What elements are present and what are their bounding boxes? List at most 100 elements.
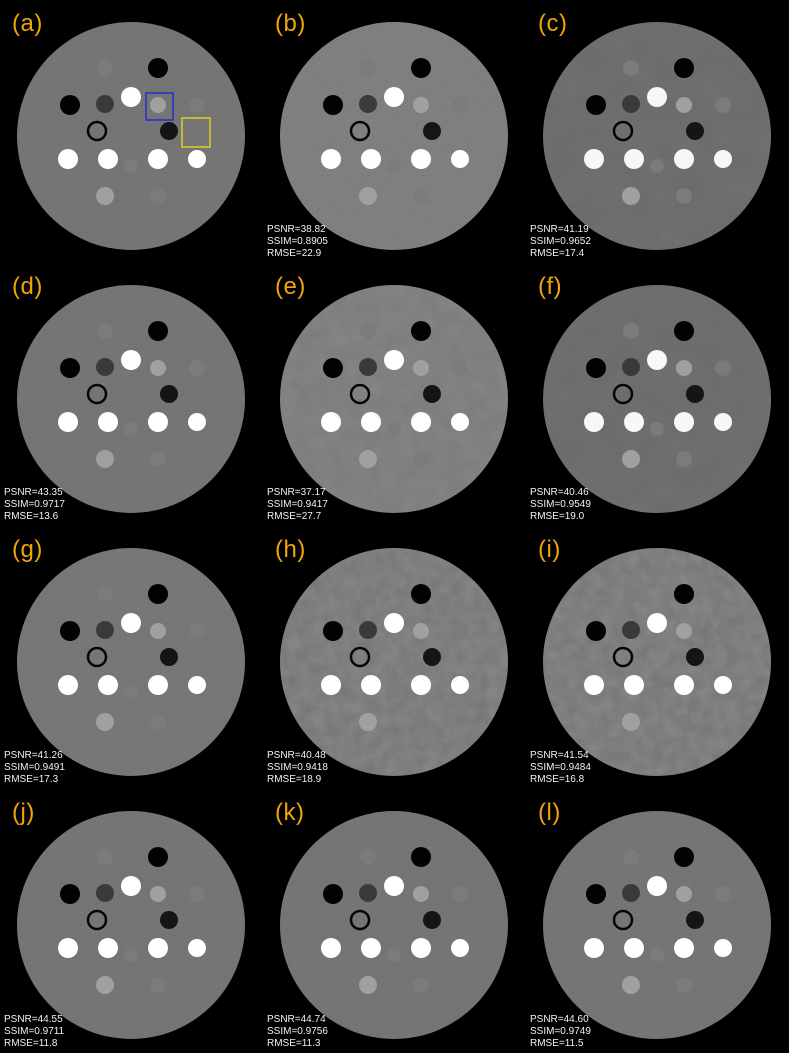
- insert-white: [321, 149, 341, 169]
- insert-white: [384, 613, 404, 633]
- insert-white: [148, 938, 168, 958]
- insert-faint: [623, 586, 639, 602]
- insert-white: [121, 350, 141, 370]
- metric-psnr: PSNR=37.17: [267, 487, 326, 498]
- insert-white: [384, 876, 404, 896]
- insert-white: [121, 613, 141, 633]
- metric-rmse: RMSE=11.8: [4, 1038, 58, 1049]
- metric-rmse: RMSE=18.9: [267, 774, 322, 785]
- insert-darkgrey: [96, 884, 114, 902]
- insert-white: [584, 938, 604, 958]
- insert-black: [323, 621, 343, 641]
- insert-white: [321, 675, 341, 695]
- ct-phantom-image: [280, 811, 508, 1039]
- insert-faint: [189, 360, 205, 376]
- insert-black: [60, 358, 80, 378]
- panel-label: (g): [12, 536, 43, 563]
- insert-lightgrey: [96, 187, 114, 205]
- metric-psnr: PSNR=40.48: [267, 750, 326, 761]
- insert-darkgrey: [359, 358, 377, 376]
- metric-rmse: RMSE=27.7: [267, 511, 322, 522]
- metric-rmse: RMSE=22.9: [267, 248, 322, 259]
- insert-black: [148, 58, 168, 78]
- insert-dark: [160, 385, 178, 403]
- insert-faint: [97, 586, 113, 602]
- ct-phantom-image: [280, 548, 508, 776]
- insert-white: [674, 412, 694, 432]
- insert-lightgrey: [622, 450, 640, 468]
- insert-darkgrey: [96, 358, 114, 376]
- insert-lightgrey: [359, 976, 377, 994]
- insert-faint: [387, 159, 401, 173]
- insert-lightgrey: [622, 187, 640, 205]
- metric-psnr: PSNR=40.46: [530, 487, 589, 498]
- insert-faint: [387, 685, 401, 699]
- metric-ssim: SSIM=0.9711: [4, 1026, 65, 1037]
- insert-faint: [676, 714, 692, 730]
- insert-faint: [715, 360, 731, 376]
- insert-white: [58, 412, 78, 432]
- panel-label: (b): [275, 10, 306, 37]
- roi-box-blue: [145, 92, 174, 121]
- insert-white: [321, 412, 341, 432]
- insert-ring: [612, 909, 634, 931]
- metric-psnr: PSNR=44.74: [267, 1014, 326, 1025]
- insert-ring: [86, 383, 108, 405]
- panel-label: (c): [538, 10, 568, 37]
- insert-faint: [452, 886, 468, 902]
- insert-lightgrey: [413, 623, 429, 639]
- insert-white: [714, 676, 732, 694]
- insert-faint: [97, 849, 113, 865]
- insert-dark: [686, 648, 704, 666]
- insert-faint: [676, 451, 692, 467]
- insert-faint: [150, 977, 166, 993]
- insert-lightgrey: [150, 623, 166, 639]
- insert-dark: [686, 385, 704, 403]
- metric-ssim: SSIM=0.9417: [267, 499, 328, 510]
- metric-rmse: RMSE=11.3: [267, 1038, 321, 1049]
- insert-white: [58, 149, 78, 169]
- insert-white: [188, 676, 206, 694]
- insert-darkgrey: [622, 358, 640, 376]
- insert-black: [586, 95, 606, 115]
- insert-faint: [124, 948, 138, 962]
- ct-phantom-image: [543, 22, 771, 250]
- insert-white: [361, 412, 381, 432]
- insert-ring: [86, 646, 108, 668]
- insert-white: [121, 876, 141, 896]
- insert-ring: [86, 120, 108, 142]
- insert-dark: [686, 911, 704, 929]
- panel-label: (l): [538, 799, 561, 826]
- insert-faint: [387, 948, 401, 962]
- ct-phantom-image: [543, 811, 771, 1039]
- insert-white: [361, 149, 381, 169]
- insert-white: [98, 149, 118, 169]
- metric-ssim: SSIM=0.9756: [267, 1026, 328, 1037]
- insert-black: [323, 884, 343, 904]
- insert-white: [98, 938, 118, 958]
- insert-white: [714, 150, 732, 168]
- insert-lightgrey: [413, 360, 429, 376]
- insert-white: [647, 350, 667, 370]
- insert-white: [188, 939, 206, 957]
- insert-faint: [387, 422, 401, 436]
- insert-dark: [160, 122, 178, 140]
- insert-white: [411, 675, 431, 695]
- insert-black: [148, 847, 168, 867]
- insert-darkgrey: [359, 621, 377, 639]
- insert-white: [188, 413, 206, 431]
- panel-label: (j): [12, 799, 35, 826]
